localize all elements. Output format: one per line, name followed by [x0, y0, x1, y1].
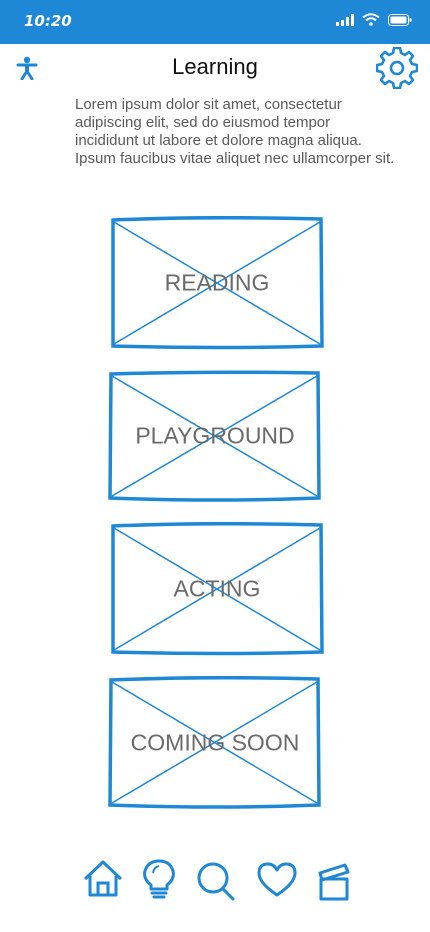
image-placeholder: [111, 522, 324, 656]
heart-icon[interactable]: [255, 855, 299, 905]
card-label: COMING SOON: [130, 729, 300, 756]
card-label: PLAYGROUND: [135, 422, 295, 449]
image-placeholder: [108, 370, 321, 502]
wifi-icon: [362, 13, 380, 26]
header: Learning: [0, 44, 430, 90]
card-coming-soon[interactable]: COMING SOON: [108, 676, 322, 810]
status-bar: 10:20: [0, 0, 430, 44]
page-title: Learning: [172, 54, 258, 79]
card-playground[interactable]: PLAYGROUND: [108, 370, 322, 502]
bottom-nav: [0, 855, 430, 905]
search-icon[interactable]: [194, 855, 238, 905]
lightbulb-icon[interactable]: [137, 855, 181, 905]
card-reading[interactable]: READING: [110, 216, 324, 350]
signal-icon: [336, 13, 354, 26]
status-icons: [336, 13, 412, 26]
person-icon[interactable]: [16, 56, 38, 80]
image-placeholder: [108, 676, 321, 809]
card-label: READING: [164, 269, 270, 296]
status-time: 10:20: [24, 12, 72, 30]
clapperboard-icon[interactable]: [313, 855, 357, 905]
image-placeholder: [111, 216, 324, 350]
battery-icon: [388, 13, 412, 26]
card-acting[interactable]: ACTING: [110, 522, 324, 656]
card-label: ACTING: [173, 575, 261, 602]
home-icon[interactable]: [81, 855, 125, 905]
description-text: Lorem ipsum dolor sit amet, consectetur …: [75, 96, 395, 167]
gear-icon[interactable]: [376, 47, 418, 89]
